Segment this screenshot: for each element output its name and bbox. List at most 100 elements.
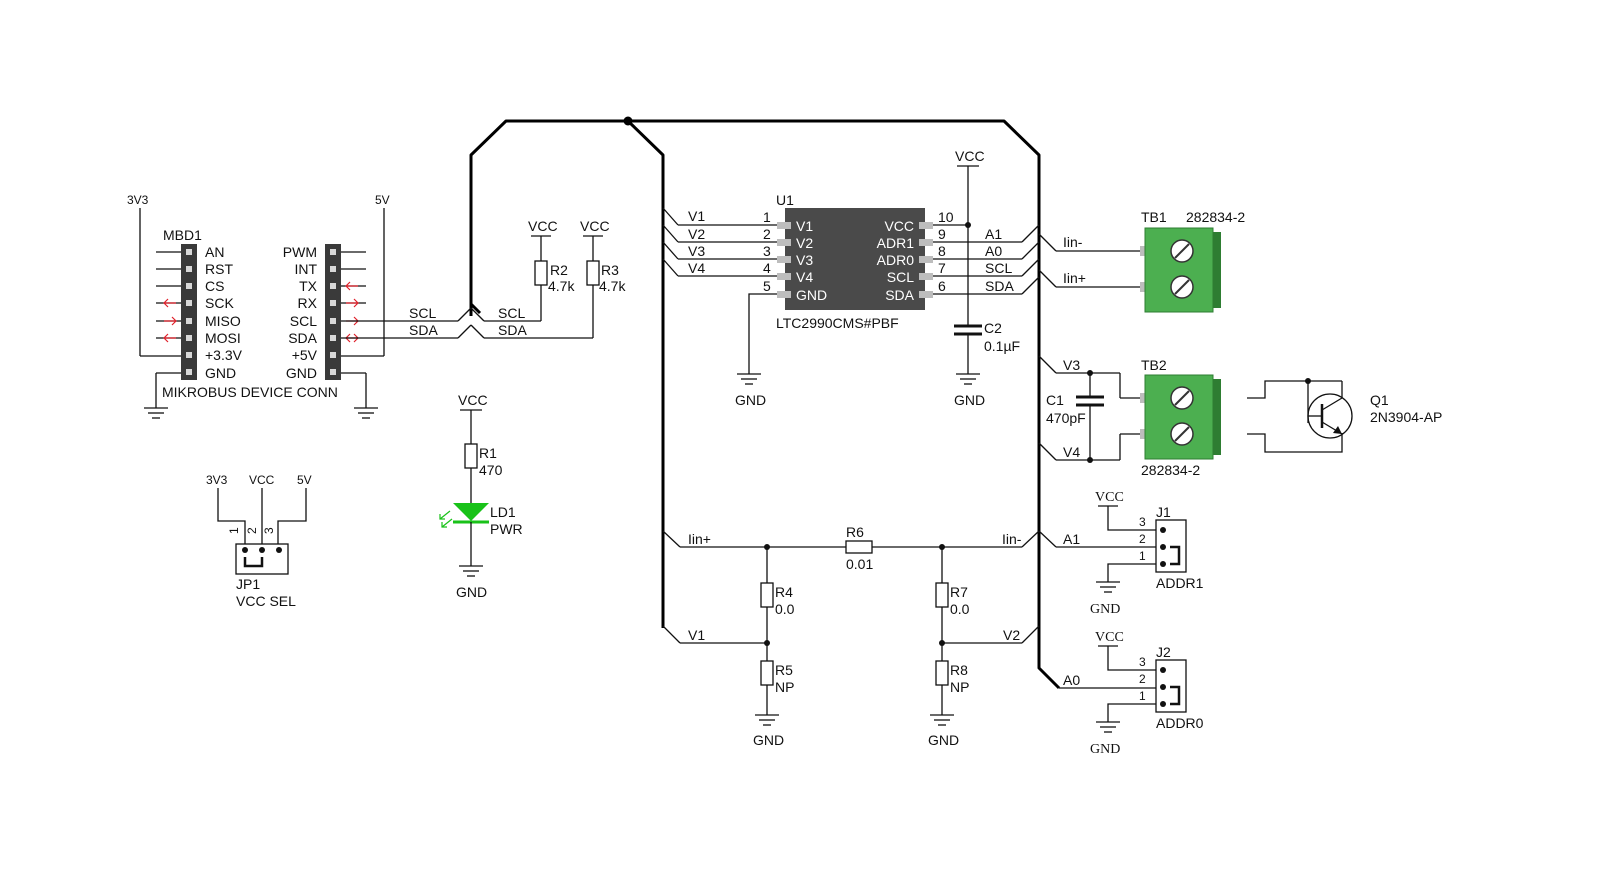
tb2-net-bottom: V4	[1063, 444, 1080, 460]
j2-address-jumper: A0 VCC GND 3 2 1 J2 ADDR0	[1059, 630, 1204, 757]
r7-ref: R7	[950, 584, 968, 600]
r1-value: 470	[479, 462, 503, 478]
r6-value: 0.01	[846, 556, 873, 572]
u1-pin-adr0-name: ADR0	[877, 252, 915, 268]
r4-ref: R4	[775, 584, 793, 600]
c2-gnd-label: GND	[954, 392, 985, 408]
mikrobus-pin-gnd-right: GND	[286, 365, 317, 381]
mikrobus-pin-miso: MISO	[205, 313, 241, 329]
u1-pin-v1-name: V1	[796, 218, 813, 234]
tb1-part: 282834-2	[1186, 209, 1245, 225]
r4-value: 0.0	[775, 601, 795, 617]
u1-net-a1: A1	[985, 226, 1002, 242]
tb1-ref: TB1	[1141, 209, 1167, 225]
mikrobus-name: MIKROBUS DEVICE CONN	[162, 384, 338, 400]
j1-name: ADDR1	[1156, 575, 1204, 591]
u1-ref: U1	[776, 192, 794, 208]
r3-rail-label: VCC	[580, 218, 610, 234]
u1-net-v1: V1	[688, 208, 705, 224]
u1-pin-6: 6	[938, 278, 946, 294]
i2c-pullups: SCL SDA VCC R2 4.7k VCC R3 4.7k	[470, 218, 626, 339]
u1-pin-8: 8	[938, 243, 946, 259]
jp1-pin-1: 1	[227, 527, 241, 534]
r5-value: NP	[775, 679, 794, 695]
jp1-ref: JP1	[236, 576, 260, 592]
net-sda-label: SDA	[409, 322, 438, 338]
u1-net-v3: V3	[688, 243, 705, 259]
j2-pin-2: 2	[1139, 672, 1146, 686]
j2-pin-1: 1	[1139, 689, 1146, 703]
tb2-ref: TB2	[1141, 357, 1167, 373]
r1-ref: R1	[479, 445, 497, 461]
u1-net-sda: SDA	[985, 278, 1014, 294]
led-gnd-label: GND	[456, 584, 487, 600]
u1-net-scl: SCL	[985, 260, 1012, 276]
u1-pin-7: 7	[938, 260, 946, 276]
j1-net: A1	[1063, 531, 1080, 547]
j1-pin-2: 2	[1139, 532, 1146, 546]
r5-gnd-label: GND	[753, 732, 784, 748]
j1-ref: J1	[1156, 504, 1171, 520]
u1-net-a0: A0	[985, 243, 1002, 259]
u1-net-v2: V2	[688, 226, 705, 242]
mikrobus-pin-rst: RST	[205, 261, 233, 277]
led-rail-label: VCC	[458, 392, 488, 408]
light-emission-icon	[439, 510, 453, 528]
r8-body	[935, 660, 949, 686]
u1-pin-scl-name: SCL	[887, 269, 914, 285]
mikrobus-pin-gnd-left: GND	[205, 365, 236, 381]
u1-pin-4: 4	[763, 260, 771, 276]
r3-value: 4.7k	[599, 278, 626, 294]
r8-ref: R8	[950, 662, 968, 678]
net-scl-label: SCL	[409, 305, 436, 321]
c1-ref: C1	[1046, 392, 1064, 408]
u1-pin-vcc-name: VCC	[884, 218, 914, 234]
tb1-net-bottom: Iin+	[1063, 270, 1086, 286]
mikrobus-pin-pwm: PWM	[283, 244, 317, 260]
mikrobus-connector: 3V3 5V MBD1 AN	[127, 193, 472, 419]
j1-gnd: GND	[1090, 602, 1120, 617]
u1-vcc-label: VCC	[955, 148, 985, 164]
u1-pin-v3-name: V3	[796, 252, 813, 268]
u1-pin-v2-name: V2	[796, 235, 813, 251]
r1-body	[464, 443, 478, 469]
r7-value: 0.0	[950, 601, 970, 617]
r8-gnd-label: GND	[928, 732, 959, 748]
jp1-rail-3v3: 3V3	[206, 473, 228, 487]
jp1-name: VCC SEL	[236, 593, 296, 609]
r8-value: NP	[950, 679, 969, 695]
c2-ref: C2	[984, 320, 1002, 336]
u1-ltc2990: U1 V1 V2 V3 V4 GND VCC ADR1 ADR0 SCL SDA…	[662, 148, 1040, 408]
jp1-rail-vcc: VCC	[249, 473, 275, 487]
mikrobus-pin-3v3: +3.3V	[205, 347, 243, 363]
c2-value: 0.1µF	[984, 338, 1020, 354]
u1-pin-adr1-name: ADR1	[877, 235, 915, 251]
mikrobus-pin-tx: TX	[299, 278, 318, 294]
signal-bus	[469, 119, 1061, 690]
r3-body	[586, 260, 600, 286]
u1-pin-gnd-name: GND	[796, 287, 827, 303]
q1-transistor: Q1 2N3904-AP	[1247, 378, 1442, 453]
r4-body	[760, 582, 774, 608]
power-led-circuit: VCC R1 470 LD1 PWR GND	[439, 392, 523, 600]
ld1-ref: LD1	[490, 504, 516, 520]
rail-3v3-label: 3V3	[127, 193, 149, 207]
tb1-net-top: Iin-	[1063, 234, 1083, 250]
j1-rail: VCC	[1095, 490, 1124, 505]
mikrobus-pin-rx: RX	[298, 295, 318, 311]
u1-pin-v4-name: V4	[796, 269, 813, 285]
mikrobus-pin-int: INT	[294, 261, 317, 277]
r2-value: 4.7k	[548, 278, 575, 294]
u1-pin-5: 5	[763, 278, 771, 294]
c1-value: 470pF	[1046, 410, 1086, 426]
tb2-terminal-block: V3 V4 C1 470pF TB2 282834-2	[1038, 355, 1221, 478]
u1-gnd-label: GND	[735, 392, 766, 408]
shunt-network: Iin+ Iin- R6 0.01 R4 0.0 V1 R5 NP GND R7…	[662, 524, 1040, 748]
jp1-vcc-select: 3V3 VCC 5V 1 2 3 JP1 VCC SEL	[206, 473, 312, 609]
r3-ref: R3	[601, 262, 619, 278]
mikrobus-pin-sda: SDA	[288, 330, 317, 346]
u1-pin-9: 9	[938, 226, 946, 242]
r2-rail-label: VCC	[528, 218, 558, 234]
j2-gnd: GND	[1090, 742, 1120, 757]
led-icon	[453, 503, 489, 521]
